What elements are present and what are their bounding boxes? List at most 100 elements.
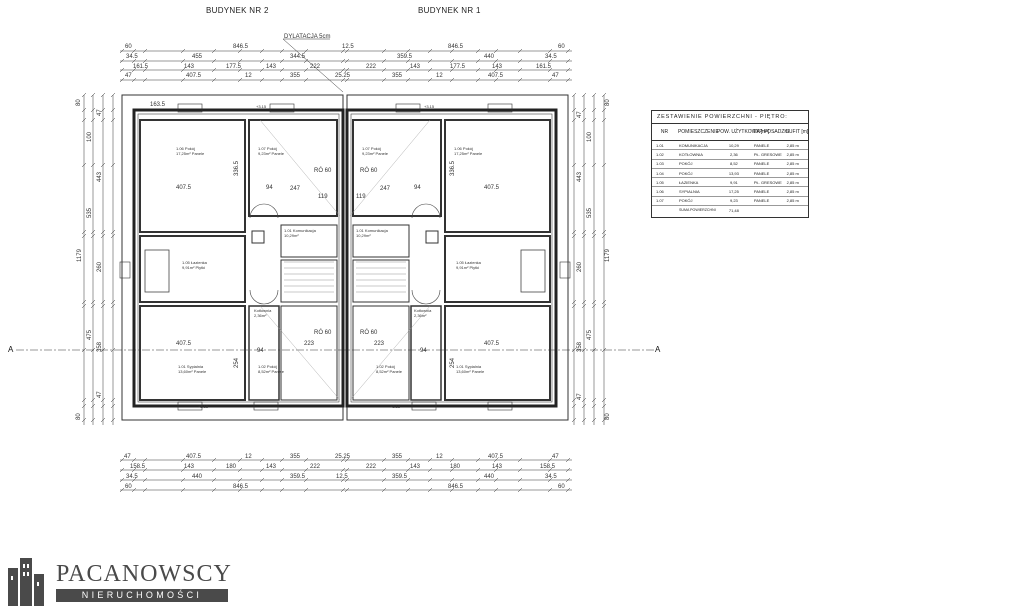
dimension-tick [591,417,597,423]
dim: RÓ 60 [360,167,378,174]
dimension-tick [211,467,217,473]
dimension-tick [90,162,96,168]
dimension-tick [449,457,455,463]
dimension-tick [237,77,243,83]
dimension-tick [571,303,577,309]
dimension-tick [90,117,96,123]
dimension-tick [81,107,87,113]
dimension-tick [449,48,455,54]
dim: 47 [124,454,131,460]
dimension-tick [81,417,87,423]
dimension-tick [581,92,587,98]
dim: 94 [414,185,421,191]
dimension-tick [211,457,217,463]
dimension-tick [565,477,571,483]
dimension-tick [601,403,607,409]
dim: 407.5 [484,341,500,347]
dimension-tick [427,48,433,54]
dim: 475 [587,329,593,340]
dimension-tick [475,58,481,64]
dimension-tick [142,487,148,493]
dimension-tick [581,117,587,123]
dim: RÓ 60 [360,329,378,336]
dimension-tick [571,162,577,168]
dim: 100 [587,131,593,142]
dim: 407.5 [186,73,202,79]
dimension-tick [581,233,587,239]
dim: 222 [310,464,321,470]
dim: 94 [257,348,264,354]
dim: 47 [552,73,559,79]
dimension-tick [100,403,106,409]
dimension-tick [601,117,607,123]
dimension-tick [601,303,607,309]
cell: 13,93 [715,168,752,179]
cell: 1.05 [652,177,677,188]
building-2-plan [119,94,345,421]
dimension-tick [344,67,350,73]
dim: 177.5 [450,64,466,70]
dimension-tick [119,77,125,83]
dimension-tick [405,487,411,493]
dimension-tick [475,77,481,83]
dimension-tick [279,457,285,463]
dimension-tick [581,303,587,309]
dimension-tick [581,107,587,113]
header-nr: NR [652,124,677,141]
dimension-tick [427,467,433,473]
dimension-tick [517,457,523,463]
dimension-tick [142,457,148,463]
dimension-tick [601,299,607,305]
dimension-tick [517,67,523,73]
dimension-tick [571,417,577,423]
dimension-tick [517,487,523,493]
dimension-tick [475,48,481,54]
dimension-tick [344,467,350,473]
dim: 12.5 [336,474,348,480]
dimension-tick [119,487,125,493]
dimension-tick [259,477,265,483]
dimension-tick [344,487,350,493]
dimension-tick [517,477,523,483]
schedule-title: ZESTAWIENIE POWIERZCHNI - PIĘTRO: [652,111,808,124]
dim: 355 [290,454,301,460]
dimension-tick [90,92,96,98]
dimension-tick [381,457,387,463]
dim: 260 [97,261,103,272]
header-ceiling: SUFIT [m] [784,124,808,141]
dimension-tick [591,162,597,168]
dimension-tick [119,467,125,473]
cell: 9,91 [715,177,752,188]
dimension-tick [81,403,87,409]
dim: 143 [410,64,421,70]
dim: 443 [97,171,103,182]
dimension-tick [100,417,106,423]
dimension-tick [110,403,116,409]
dimension-tick [405,58,411,64]
dimension-tick [110,117,116,123]
dimension-tick [279,477,285,483]
dimension-tick [119,58,125,64]
dimension-tick [601,162,607,168]
dim: 222 [310,64,321,70]
dimension-tick [81,233,87,239]
dimension-tick [110,347,116,353]
dim: 443 [577,171,583,182]
dimension-tick [493,48,499,54]
dim: 358 [97,341,103,352]
dim: 80 [605,413,611,420]
dimension-tick [547,487,553,493]
dimension-tick [90,107,96,113]
sum-label: SUMA POWIERZCHNI PIĘTRA [678,208,716,213]
dimension-tick [81,92,87,98]
dimension-tick [344,48,350,54]
